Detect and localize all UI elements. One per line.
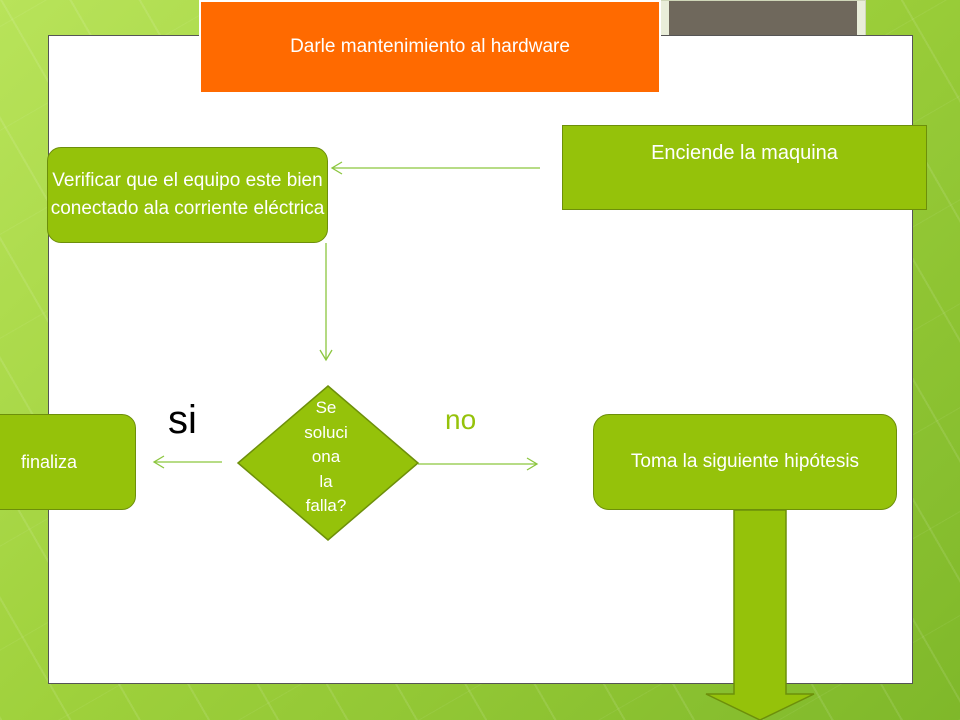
- node-toma-label: Toma la siguiente hipótesis: [630, 451, 860, 472]
- node-verificar: Verificar que el equipo este bien conect…: [47, 147, 328, 243]
- edge-decision-to-finaliza: [152, 455, 222, 469]
- edge-verificar-to-decision: [319, 243, 333, 362]
- node-finaliza-label: finaliza: [21, 451, 78, 472]
- node-enciende: Enciende la maquina: [562, 125, 927, 210]
- diagram-title: Darle mantenimiento al hardware: [199, 0, 661, 94]
- node-toma-hipotesis: Toma la siguiente hipótesis: [593, 414, 897, 510]
- decision-diamond: [236, 385, 420, 541]
- edge-label-si: si: [168, 398, 197, 442]
- decision-label: Se soluci ona la falla?: [304, 398, 348, 515]
- edge-enciende-to-verificar: [330, 161, 540, 175]
- edge-label-no: no: [445, 404, 477, 435]
- edge-decision-to-toma: [418, 457, 539, 471]
- node-verificar-label: Verificar que el equipo este bien conect…: [50, 170, 325, 219]
- node-finaliza: finaliza: [0, 414, 136, 510]
- down-arrow: [705, 509, 815, 720]
